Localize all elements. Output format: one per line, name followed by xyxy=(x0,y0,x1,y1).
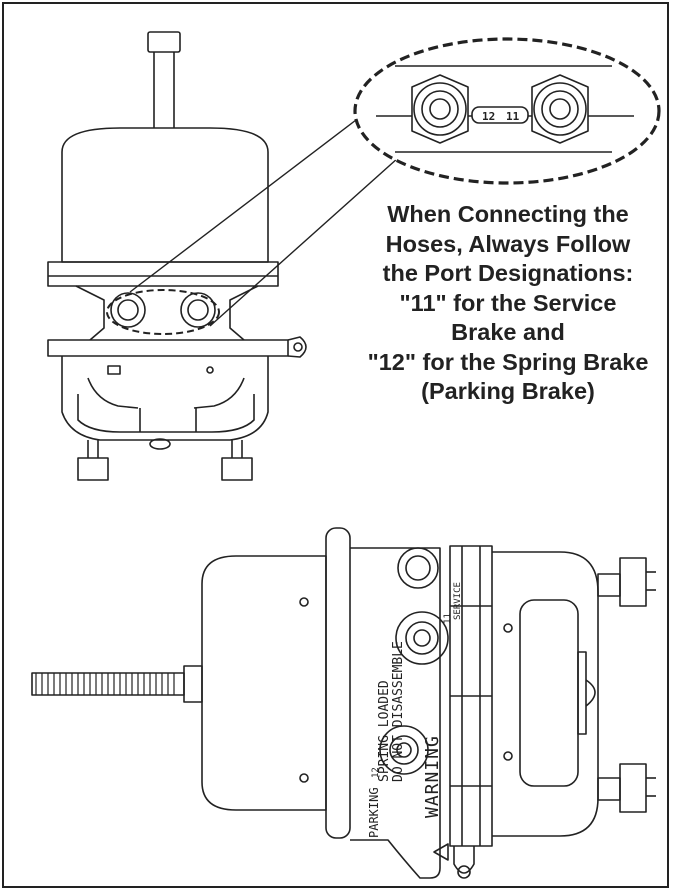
port-12-top xyxy=(379,725,429,775)
service-port-number: 11 xyxy=(443,613,453,624)
caption-line: Brake and xyxy=(451,319,565,345)
caption-line: the Port Designations: xyxy=(382,260,634,286)
spring-loaded-label: SPRING LOADED xyxy=(377,680,392,782)
caption-line: "12" for the Spring Brake xyxy=(367,348,649,375)
port-12-side xyxy=(110,292,146,328)
port-label-plate xyxy=(471,106,529,124)
port-callout-small xyxy=(106,289,220,335)
spring-chamber-dome xyxy=(61,127,269,263)
port-11-side xyxy=(180,292,216,328)
warning-triangle-icon xyxy=(433,843,449,861)
stud-nut-lower xyxy=(619,763,647,813)
push-rod-nut xyxy=(147,31,181,53)
port-12-hex xyxy=(411,74,469,144)
port-top xyxy=(397,547,439,589)
flange-lug-hole xyxy=(457,865,471,879)
inset-port-label-12: 12 xyxy=(482,110,495,123)
parking-label: PARKING xyxy=(367,787,381,838)
port-detail-inset xyxy=(353,37,661,185)
chamber-side-view xyxy=(47,31,307,481)
flange-lug xyxy=(287,336,307,358)
do-not-disassemble-label: DO NOT DISASSEMBLE xyxy=(391,641,406,782)
stud-nut-left xyxy=(77,457,109,481)
rod-nut xyxy=(183,665,203,703)
stud-nut-right xyxy=(221,457,253,481)
caption-line: "11" for the Service xyxy=(399,289,617,316)
parking-port-number: 12 xyxy=(371,767,381,778)
mounting-flange xyxy=(47,339,289,357)
port-instruction-caption: When Connecting the Hoses, Always Follow… xyxy=(338,200,675,407)
leader-line-upper xyxy=(129,119,357,293)
port-11-hex xyxy=(531,74,589,144)
caption-line: Hoses, Always Follow xyxy=(385,230,631,257)
stud-nut-upper xyxy=(619,557,647,607)
spring-chamber-body xyxy=(201,555,327,811)
port-11-top xyxy=(395,611,449,665)
service-housing xyxy=(61,356,269,441)
warning-label: WARNING xyxy=(422,735,443,818)
service-chamber-body xyxy=(492,551,599,837)
leader-line-lower xyxy=(209,157,399,327)
chamber-top-view xyxy=(31,527,656,879)
clamp-band xyxy=(325,527,351,839)
caption-line: When Connecting the xyxy=(387,201,629,227)
inset-port-label-11: 11 xyxy=(506,110,520,123)
caption-line: (Parking Brake) xyxy=(421,378,595,404)
clamp-ring xyxy=(47,261,279,287)
service-label: SERVICE xyxy=(453,582,463,620)
